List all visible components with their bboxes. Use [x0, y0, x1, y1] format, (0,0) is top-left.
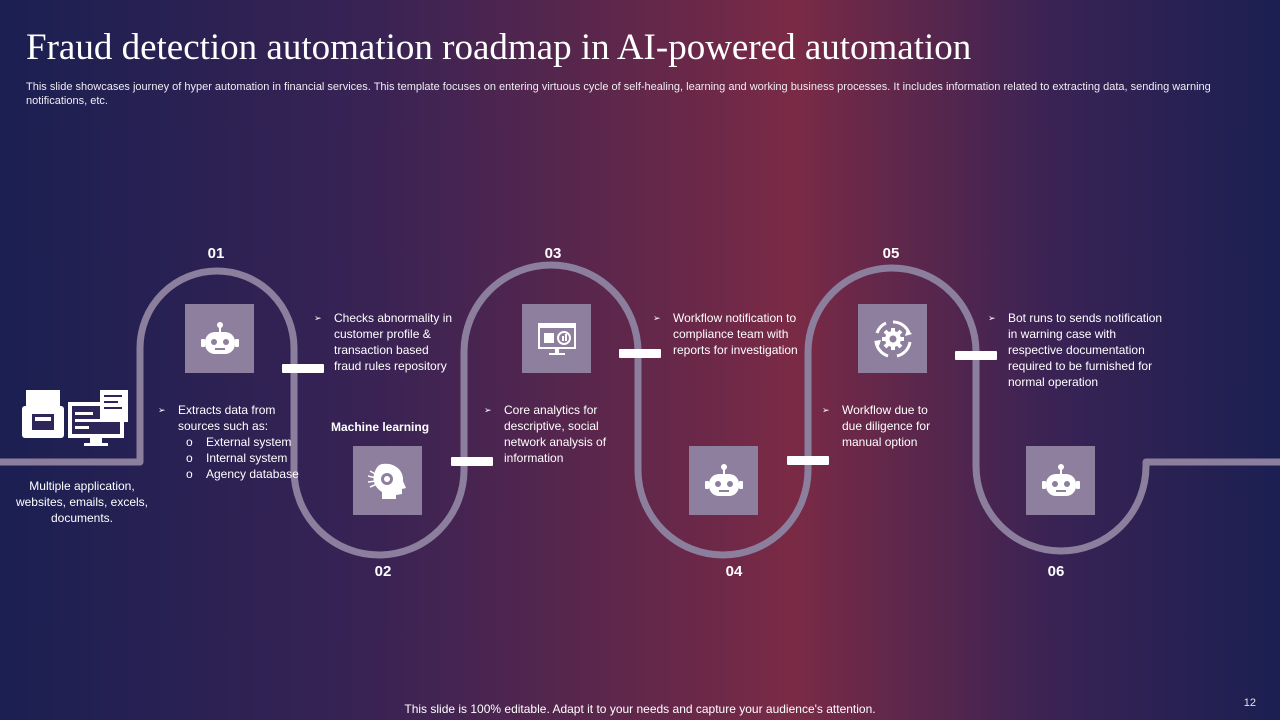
bullet-marker: ➢ — [988, 313, 996, 323]
step-number-02: 02 — [374, 563, 392, 580]
step-number-05: 05 — [882, 245, 900, 262]
step-03-description: ➢ Core analytics for descriptive, social… — [484, 402, 622, 466]
connector-bar — [955, 351, 997, 360]
robot-icon — [704, 463, 743, 496]
connector-bar — [787, 456, 829, 465]
step-02-icon-box — [353, 446, 422, 515]
step-03-icon-box — [522, 304, 591, 373]
machine-learning-label: Machine learning — [331, 420, 430, 434]
step-04-description: ➢ Workflow notification to compliance te… — [653, 310, 799, 358]
step-02-description: ➢ Checks abnormality in customer profile… — [314, 310, 458, 374]
sources-label: Multiple application, websites, emails, … — [15, 479, 149, 525]
gear-cycle-icon — [873, 319, 912, 357]
bullet-marker: ➢ — [314, 313, 322, 323]
step-01-text: Extracts data from sources such as: — [178, 403, 276, 433]
step-04-text: Workflow notification to compliance team… — [673, 311, 798, 357]
connector-bar — [451, 457, 493, 466]
step-03-text: Core analytics for descriptive, social n… — [504, 403, 607, 465]
step-number-06: 06 — [1047, 563, 1065, 580]
step-number-01: 01 — [207, 245, 225, 262]
step-01-icon-box — [185, 304, 254, 373]
step-number-04: 04 — [725, 563, 743, 580]
connector-bar — [619, 349, 661, 358]
bullet-marker: ➢ — [484, 405, 492, 415]
bullet-marker: ➢ — [822, 405, 830, 415]
slide-subtitle: This slide showcases journey of hyper au… — [26, 81, 1211, 107]
step-06-icon-box — [1026, 446, 1095, 515]
robot-icon — [1041, 463, 1080, 496]
bullet-marker: ➢ — [158, 405, 166, 415]
robot-icon — [200, 321, 239, 354]
page-number: 12 — [1243, 697, 1256, 709]
step-06-text: Bot runs to sends notification in warnin… — [1008, 311, 1163, 389]
step-05-text: Workflow due to due diligence for manual… — [842, 403, 931, 449]
footer-note: This slide is 100% editable. Adapt it to… — [404, 702, 876, 716]
documents-computer-icon — [20, 388, 132, 448]
step-05-description: ➢ Workflow due to due diligence for manu… — [822, 402, 950, 450]
head-gears-icon — [367, 463, 406, 499]
slide-title: Fraud detection automation roadmap in AI… — [26, 27, 972, 68]
analytics-dashboard-icon — [537, 322, 576, 355]
step-number-03: 03 — [544, 245, 562, 262]
step-04-icon-box — [689, 446, 758, 515]
step-02-text: Checks abnormality in customer profile &… — [334, 311, 453, 373]
bullet-marker: ➢ — [653, 313, 661, 323]
step-05-icon-box — [858, 304, 927, 373]
step-06-description: ➢ Bot runs to sends notification in warn… — [988, 310, 1172, 390]
connector-bar — [282, 364, 324, 373]
